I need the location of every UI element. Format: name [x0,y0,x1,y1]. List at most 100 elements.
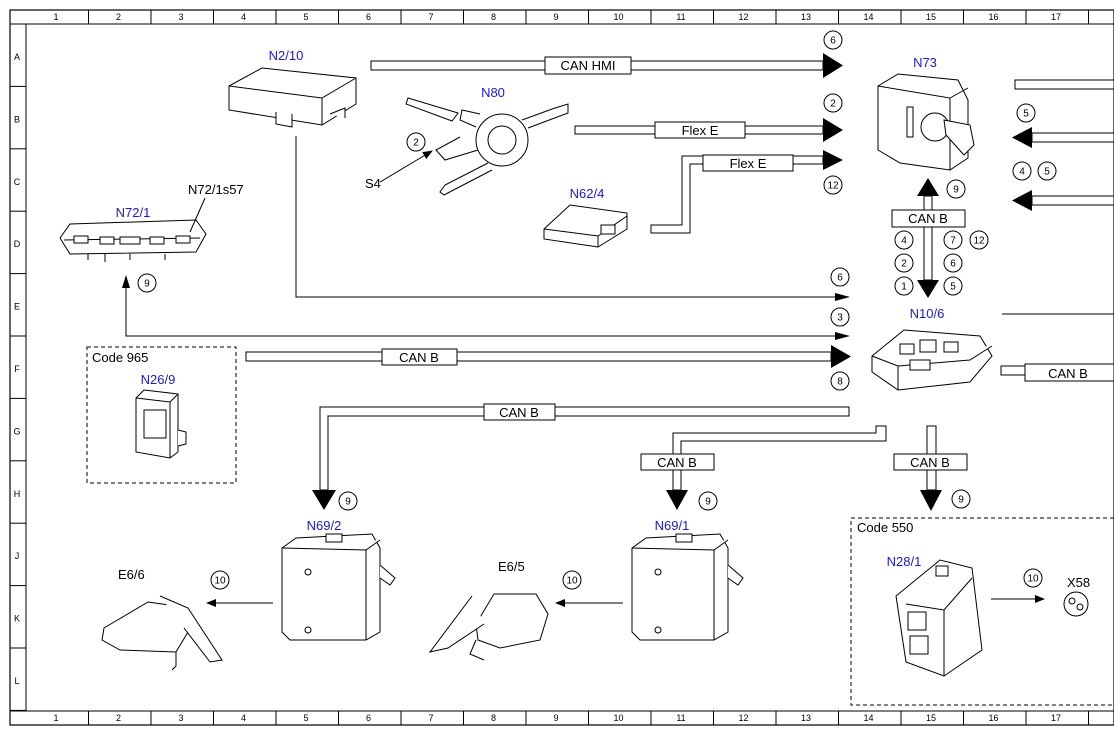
n73-ignition-switch-drawing [877,73,975,171]
callout-circle: 5 [1016,103,1036,123]
n69-2-label: N69/2 [307,518,342,533]
n2-10-to-n10-6-line [295,136,850,301]
callout-number: 9 [345,497,351,508]
callout-circle: 9 [951,489,971,509]
callout-number: 9 [958,495,964,506]
n73-right-lines [1002,79,1114,315]
callout-number: 3 [837,313,843,324]
callout-circle: 10 [210,570,230,590]
can-hmi-bus: CAN HMI [370,53,843,78]
can-b-n69-1-label: CAN B [657,455,697,470]
grid-column-label: 4 [241,713,246,723]
grid-column-label: 16 [988,713,998,723]
callout-circle: 3 [830,307,850,327]
grid-column-label: 1 [53,713,58,723]
diagram-frame [9,9,1114,726]
callout-number: 5 [1044,167,1050,178]
callout-number: 6 [837,273,843,284]
code-550-label: Code 550 [857,520,913,535]
callout-circle: 9 [338,491,358,511]
n26-9-label: N26/9 [141,372,176,387]
grid-row-label: H [14,489,21,499]
grid-column-label: 8 [491,12,496,22]
callout-circle: 7 [943,230,963,250]
callout-circle: 9 [946,179,966,199]
callout-circle: 12 [823,175,843,195]
grid-row-label: E [14,302,20,312]
flex-e-bus-1: Flex E [574,118,843,142]
x58-connector-drawing [1063,591,1089,617]
n72-1s57-leader [189,197,206,233]
can-b-left-bus: CAN B [245,345,851,368]
callout-number: 9 [953,185,959,196]
flex-e-label-2: Flex E [730,156,767,171]
e6-6-label: E6/6 [118,567,145,582]
grid-reference-labels: 1122334455667788991010111112121313141415… [10,10,1089,725]
grid-row-label: C [14,177,21,187]
grid-column-label: 16 [988,12,998,22]
callout-number: 10 [1027,574,1039,585]
n69-1-label: N69/1 [655,518,690,533]
can-hmi-label: CAN HMI [561,58,616,73]
callout-circle: 6 [823,30,843,50]
callout-circle: 2 [406,132,426,152]
can-b-right-label: CAN B [1048,366,1088,381]
grid-column-label: 1 [53,12,58,22]
grid-column-label: 6 [366,12,371,22]
callout-number: 10 [214,576,226,587]
grid-column-label: 2 [116,713,121,723]
callout-circle: 5 [943,276,963,296]
callout-circle: 4 [1012,161,1032,181]
callout-circle: 9 [698,491,718,511]
grid-column-label: 9 [553,12,558,22]
n80-label: N80 [481,85,505,100]
e6-5-label: E6/5 [498,559,525,574]
callout-number: 2 [830,99,836,110]
callout-number: 4 [1019,167,1025,178]
can-b-n69-1-bus: CAN B [640,425,887,510]
flex-e-label-1: Flex E [682,123,719,138]
n73-label: N73 [913,55,937,70]
n2-10-label: N2/10 [269,48,304,63]
grid-column-label: 17 [1051,12,1061,22]
grid-row-label: G [13,426,20,436]
grid-column-label: 17 [1051,713,1061,723]
n10-6-to-n72-1-line [122,275,850,340]
callout-number: 7 [950,236,956,247]
grid-row-label: D [14,239,21,249]
s4-label: S4 [365,176,381,191]
can-b-right-bus: CAN B [1000,363,1114,382]
n69-2-door-module-drawing [281,533,396,641]
n69-1-door-module-drawing [631,533,744,641]
callout-circle: 1 [894,276,914,296]
callout-circle: 8 [830,371,850,391]
grid-column-label: 2 [116,12,121,22]
can-b-n28-1-label: CAN B [910,455,950,470]
callout-number: 2 [901,259,907,270]
grid-column-label: 6 [366,713,371,723]
callout-number: 1 [901,282,907,293]
grid-column-label: 14 [863,713,873,723]
n10-6-label: N10/6 [910,306,945,321]
callout-circle: 2 [894,253,914,273]
grid-column-label: 11 [676,12,685,22]
grid-column-label: 5 [303,12,308,22]
n26-9-module-drawing [135,389,187,459]
callout-number: 5 [1023,109,1029,120]
n72-1-label: N72/1 [116,205,151,220]
callout-circle: 6 [830,267,850,287]
callout-circle: 2 [823,93,843,113]
callout-circle: 6 [943,253,963,273]
can-b-vertical-label: CAN B [908,211,948,226]
e6-6-mirror-drawing [101,595,223,671]
grid-row-label: A [14,52,20,62]
n28-1-trailer-module-drawing [895,559,983,677]
n72-1-control-panel-drawing [59,219,207,262]
grid-column-label: 9 [553,713,558,723]
n80-steering-column-switch-drawing [405,97,569,196]
grid-column-label: 15 [926,713,936,723]
callout-circle: 10 [1023,568,1043,588]
grid-column-label: 12 [738,12,748,22]
grid-column-label: 7 [428,713,433,723]
